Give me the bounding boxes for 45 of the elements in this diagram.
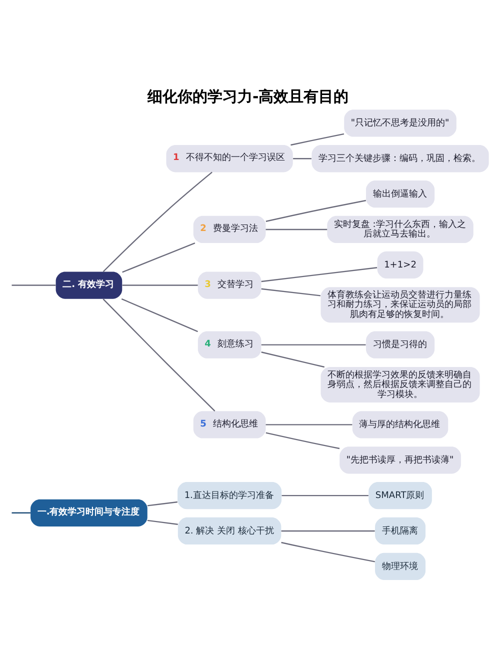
connector (261, 267, 378, 282)
connector (266, 228, 328, 230)
node-box: 1 不得不知的一个学习误区 (166, 145, 293, 172)
connector (290, 133, 344, 146)
node-box: 4 刻意练习 (198, 331, 262, 358)
connector (121, 298, 198, 332)
node-box: 物理环境 (375, 552, 426, 580)
connector (122, 242, 196, 273)
node-box: "先把书读厚，再把书读薄" (340, 446, 461, 474)
node-box: 1.直达目标的学习准备 (178, 482, 282, 510)
node-box: 2 费曼学习法 (193, 216, 266, 244)
node-box: 手机隔离 (375, 517, 426, 545)
connector (293, 158, 312, 160)
node-box: 习惯是习得的 (366, 331, 435, 358)
node-box: 不断的根据学习效果的反馈来明确自身弱点，然后根据反馈来调整自己的学习模块。 (320, 367, 480, 402)
diagram-title: 细化你的学习力-高效且有目的 (147, 87, 349, 106)
node-box: 实时复盘 :学习什么东西，输入之后就立马去输出。 (327, 216, 474, 244)
node-box: 2. 解决 关闭 核心干扰 (178, 517, 282, 545)
connector (122, 284, 198, 286)
connector (266, 432, 340, 450)
node-box: 二. 有效学习 (56, 272, 122, 299)
node-box: "只记忆不思考是没用的" (344, 110, 456, 137)
connector (281, 542, 375, 562)
connector (261, 288, 320, 296)
node-box: 一.有效学习时间与专注度 (30, 499, 148, 526)
connector (266, 424, 352, 426)
node-box: 输出倒逼输入 (366, 180, 435, 208)
node-box: 薄与厚的结构化思维 (352, 411, 448, 438)
connector (12, 512, 31, 514)
node-box: SMART原则 (368, 482, 432, 510)
connector (282, 494, 368, 496)
connector (12, 284, 56, 286)
connector (281, 530, 375, 532)
connector (147, 501, 178, 506)
node-box: 3 交替学习 (198, 272, 262, 299)
node-box: 1+1>2 (377, 251, 424, 278)
node-box: 体育教练会让运动员交替进行力量练习和耐力练习，来保证运动员的局部肌肉有足够的恢复时间。 (320, 287, 480, 323)
connector (261, 352, 325, 368)
connector (261, 344, 366, 346)
connector (147, 520, 178, 525)
connector (102, 298, 216, 412)
node-box: 学习三个关键步骤：编码，巩固，检索。 (312, 145, 489, 172)
connector (102, 172, 212, 272)
connector (266, 200, 366, 222)
node-box: 5 结构化思维 (193, 411, 266, 438)
